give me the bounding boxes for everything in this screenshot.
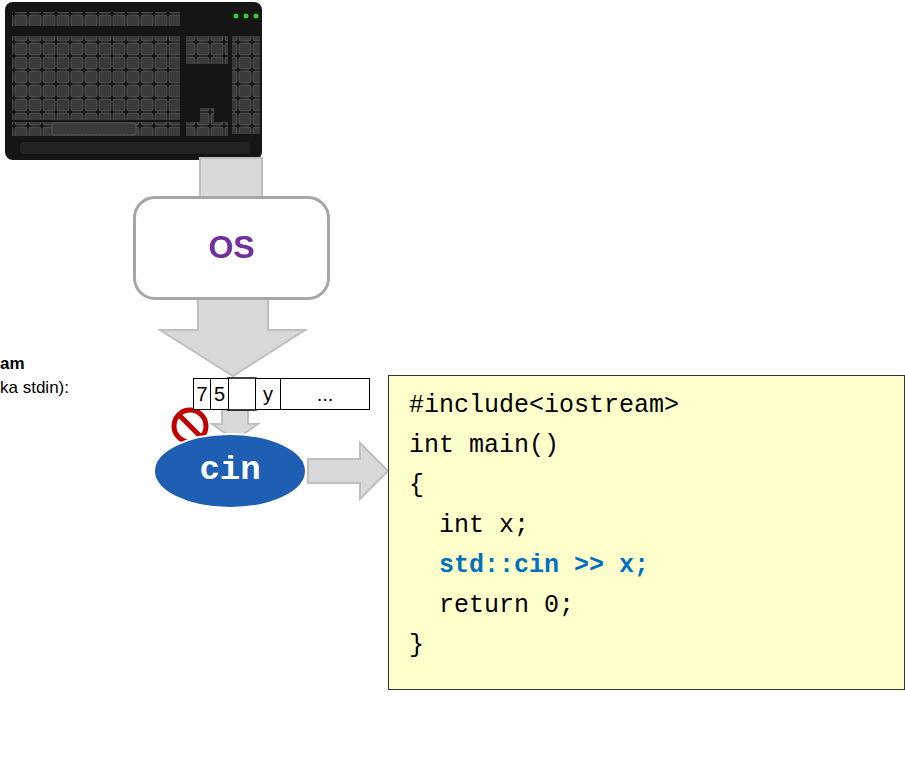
code-line: std::cin >> x; bbox=[409, 546, 884, 586]
os-box: OS bbox=[133, 196, 330, 300]
code-line: int x; bbox=[409, 506, 884, 546]
code-line: return 0; bbox=[409, 586, 884, 626]
stream-heading: ka stdin): bbox=[0, 378, 69, 398]
keyboard-picture bbox=[5, 2, 262, 160]
stream-char: 7 bbox=[196, 383, 207, 405]
node-label: OS bbox=[208, 230, 254, 265]
code-line: { bbox=[409, 466, 884, 506]
cin-ellipse: cin bbox=[152, 432, 308, 510]
block-arrow-connector bbox=[308, 443, 388, 499]
stream-char: ... bbox=[317, 383, 334, 405]
stream-char: y bbox=[263, 383, 273, 405]
stream-cell bbox=[228, 378, 256, 410]
code-box: #include<iostream>int main(){ int x; std… bbox=[388, 375, 905, 690]
ellipse-shape bbox=[154, 434, 306, 508]
node-label: cin bbox=[199, 452, 260, 489]
stream-cell: y bbox=[255, 378, 281, 410]
code-line: int main() bbox=[409, 426, 884, 466]
stream-cell: ... bbox=[280, 378, 370, 410]
stream-char: 5 bbox=[214, 383, 225, 405]
stream-heading: am bbox=[0, 354, 25, 374]
code-line: #include<iostream> bbox=[409, 386, 884, 426]
stream-cell: 7 bbox=[193, 378, 211, 410]
stream-cell: 5 bbox=[210, 378, 229, 410]
code-line: } bbox=[409, 626, 884, 666]
block-arrow bbox=[160, 298, 305, 376]
